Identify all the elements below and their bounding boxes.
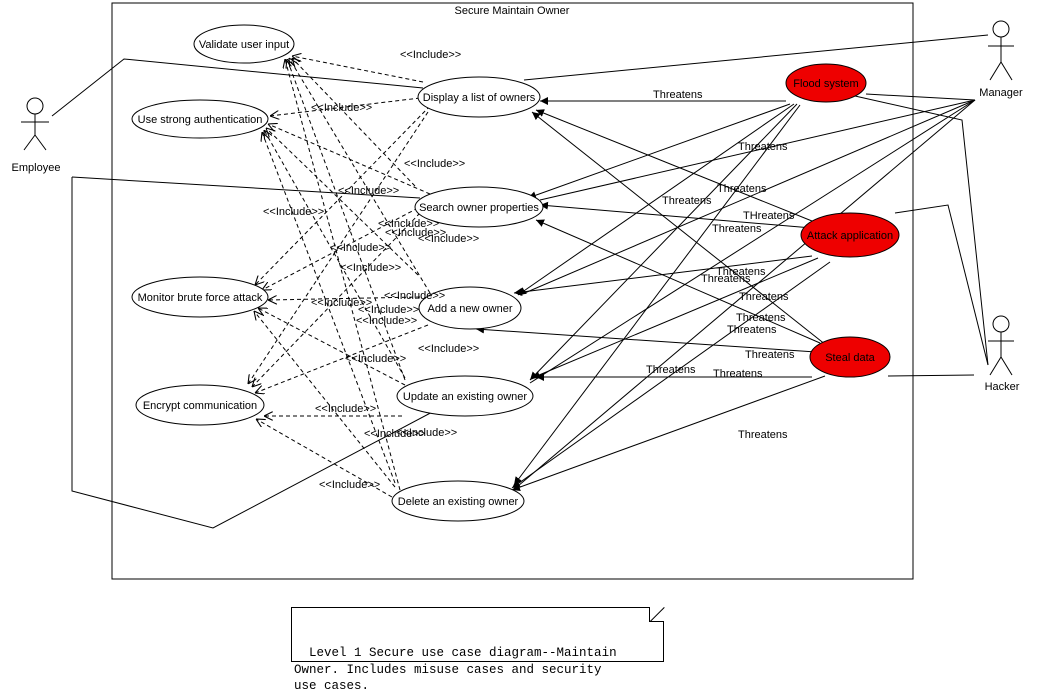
delete-label: Delete an existing owner: [398, 496, 519, 508]
include-label: <<Include>>: [385, 227, 446, 239]
include-label: <<Include>>: [378, 218, 439, 230]
actor-manager[interactable]: Manager: [979, 20, 1023, 99]
validate-label: Validate user input: [199, 39, 289, 51]
display-label: Display a list of owners: [423, 92, 536, 104]
security-use-case-encrypt[interactable]: Encrypt communication: [135, 384, 265, 426]
include-label: <<Include>>: [263, 206, 324, 218]
assoc-employee-stub: [71, 176, 421, 199]
assoc-manager-update: [529, 99, 976, 384]
threatens-label: Threatens: [646, 364, 696, 376]
assoc-manager-search: [539, 99, 976, 201]
include-label: <<Include>>: [364, 428, 425, 440]
security-use-case-auth[interactable]: Use strong authentication: [131, 99, 269, 139]
threatens-label: Threatens: [662, 195, 712, 207]
threatens-label: Threatens: [712, 223, 762, 235]
add-label: Add a new owner: [428, 303, 513, 315]
include-label: <<Include>>: [418, 233, 479, 245]
threatens-label: Threatens: [745, 349, 795, 361]
note-text: Level 1 Secure use case diagram--Maintai…: [294, 646, 617, 693]
use-case-delete[interactable]: Delete an existing owner: [391, 480, 525, 522]
misuse-case-steal[interactable]: Steal data: [809, 336, 891, 378]
threatens-label: THreatens: [743, 210, 795, 222]
include-label: <<Include>>: [311, 102, 372, 114]
flood-label: Flood system: [793, 78, 858, 90]
include-label: <<Include>>: [396, 427, 457, 439]
actor-employee[interactable]: Employee: [12, 97, 61, 174]
threatens-label: Threatens: [653, 89, 703, 101]
actor-employee-label: Employee: [12, 162, 61, 174]
include-label: <<Include>>: [311, 297, 372, 309]
assoc-manager-delete: [517, 99, 976, 487]
threatens-label: Threatens: [716, 266, 766, 278]
update-label: Update an existing owner: [403, 391, 527, 403]
include-label: <<Include>>: [319, 479, 380, 491]
threatens-label: Threatens: [727, 324, 777, 336]
use-case-update[interactable]: Update an existing owner: [396, 375, 534, 417]
security-use-case-validate[interactable]: Validate user input: [193, 24, 295, 64]
threatens-label: Threatens: [701, 273, 751, 285]
threatens-relations: [475, 97, 831, 492]
auth-label: Use strong authentication: [138, 114, 263, 126]
assoc-hacker-attack: [894, 204, 989, 366]
actor-hacker-label: Hacker: [985, 381, 1020, 393]
include-label: <<Include>>: [384, 290, 445, 302]
include-label: <<Include>>: [330, 242, 391, 254]
include-label: <<Include>>: [338, 185, 399, 197]
include-label: <<Include>>: [400, 49, 461, 61]
actor-manager-label: Manager: [979, 87, 1023, 99]
include-label: <<Include>>: [345, 353, 406, 365]
assoc-hacker-flood: [854, 95, 989, 366]
actor-hacker[interactable]: Hacker: [985, 315, 1020, 393]
include-label: <<Include>>: [358, 304, 419, 316]
assoc-employee-display: [51, 58, 424, 117]
threatens-label: Threatens: [738, 141, 788, 153]
include-labels: <<Include>> <<Include>> <<Include>> <<In…: [263, 49, 479, 491]
search-label: Search owner properties: [419, 202, 539, 214]
threatens-label: Threatens: [738, 429, 788, 441]
misuse-case-attack[interactable]: Attack application: [800, 212, 900, 258]
attack-label: Attack application: [807, 230, 893, 242]
include-label: <<Include>>: [404, 158, 465, 170]
encrypt-label: Encrypt communication: [143, 400, 257, 412]
threatens-labels: Threatens Threatens Threatens Threatens …: [646, 89, 795, 441]
system-title: Secure Maintain Owner: [455, 5, 570, 17]
note-folded-corner: [649, 607, 664, 622]
threatens-label: Threatens: [739, 291, 789, 303]
use-case-display[interactable]: Display a list of owners: [417, 76, 541, 118]
threatens-label: Threatens: [736, 312, 786, 324]
threatens-label: Threatens: [717, 183, 767, 195]
include-label: <<Include>>: [418, 343, 479, 355]
monitor-label: Monitor brute force attack: [138, 292, 263, 304]
assoc-manager-display: [523, 34, 989, 81]
include-label: <<Include>>: [340, 262, 401, 274]
assoc-manager-flood: [865, 93, 976, 101]
threatens-label: Threatens: [713, 368, 763, 380]
diagram-note: Level 1 Secure use case diagram--Maintai…: [291, 607, 664, 693]
use-case-search[interactable]: Search owner properties: [414, 186, 544, 228]
include-label: <<Include>>: [356, 315, 417, 327]
assoc-hacker-steal: [887, 374, 975, 377]
include-dependencies: [248, 56, 431, 498]
security-use-case-monitor[interactable]: Monitor brute force attack: [131, 276, 269, 318]
assoc-manager-add: [519, 99, 976, 296]
misuse-case-flood[interactable]: Flood system: [785, 63, 867, 103]
steal-label: Steal data: [825, 352, 875, 364]
system-boundary: [111, 2, 914, 580]
use-case-add[interactable]: Add a new owner: [418, 286, 522, 330]
include-label: <<Include>>: [315, 403, 376, 415]
use-case-diagram: Secure Maintain Owner: [12, 2, 1023, 580]
